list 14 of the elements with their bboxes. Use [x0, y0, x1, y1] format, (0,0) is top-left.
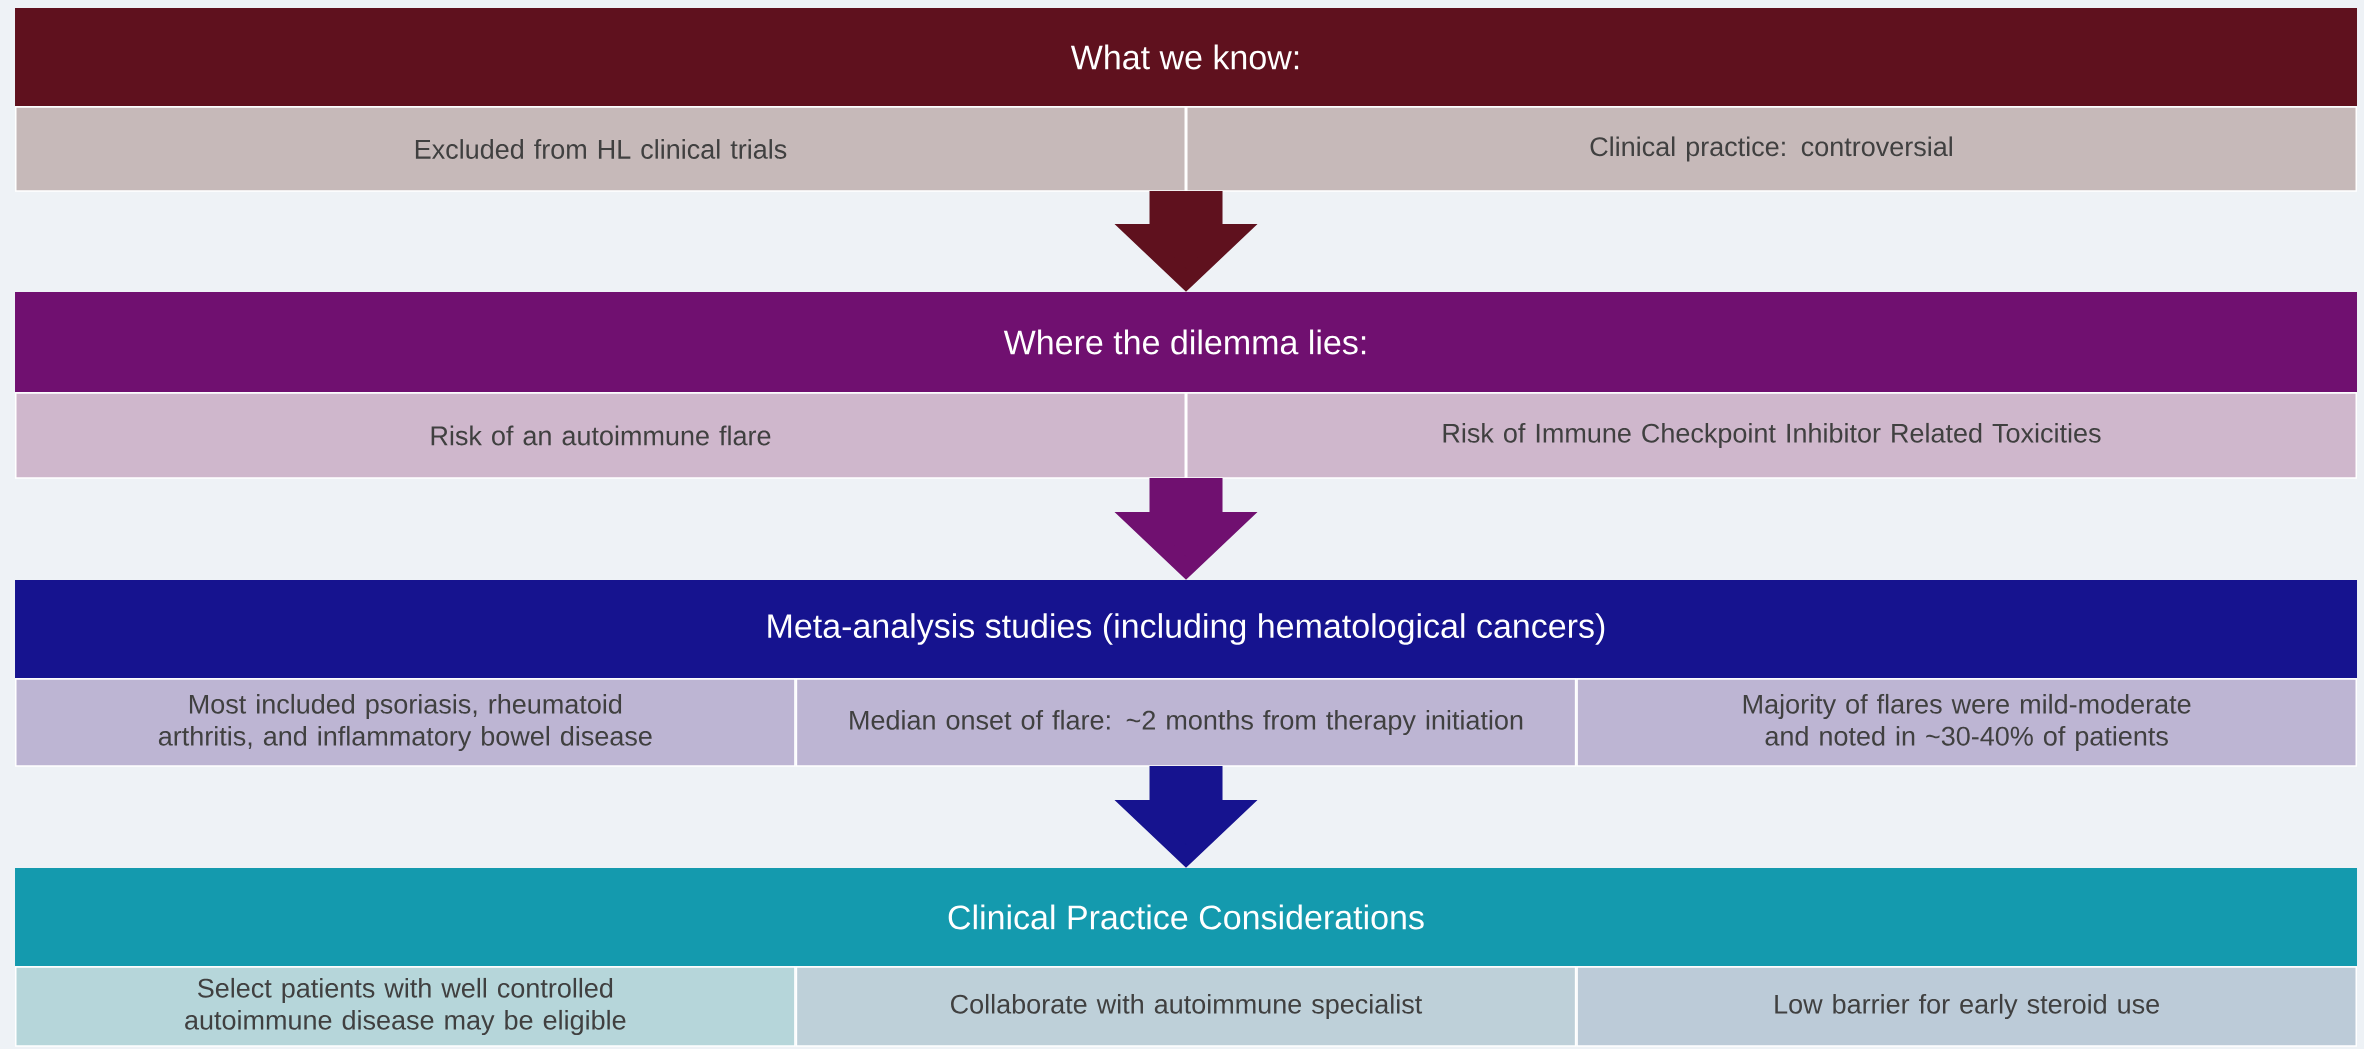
cell: Majority of flares were mild-moderate and noted in ~30-40% of patients	[1576, 678, 2357, 767]
cell: Most included psoriasis, rheumatoid arthritis, and inflammatory bowel disease	[15, 678, 796, 767]
header-band: What we know:	[15, 8, 2357, 106]
header-band: Where the dilemma lies:	[15, 292, 2357, 392]
cell: Low barrier for early steroid use	[1576, 966, 2357, 1047]
cell: Median onset of flare: ~2 months from therapy initiation	[795, 678, 1577, 767]
cell: Excluded from HL clinical trials	[15, 106, 1186, 192]
cell: Collaborate with autoimmune specialist	[795, 966, 1577, 1047]
cell: Select patients with well controlled autoimmune disease may be eligible	[15, 966, 796, 1047]
cell: Risk of Immune Checkpoint Inhibitor Related Toxicities	[1186, 392, 2357, 479]
cell: Risk of an autoimmune flare	[15, 392, 1186, 479]
header-band: Clinical Practice Considerations	[15, 868, 2357, 966]
header-band: Meta-analysis studies (including hematological cancers)	[15, 580, 2357, 678]
cell: Clinical practice: controversial	[1186, 106, 2357, 192]
